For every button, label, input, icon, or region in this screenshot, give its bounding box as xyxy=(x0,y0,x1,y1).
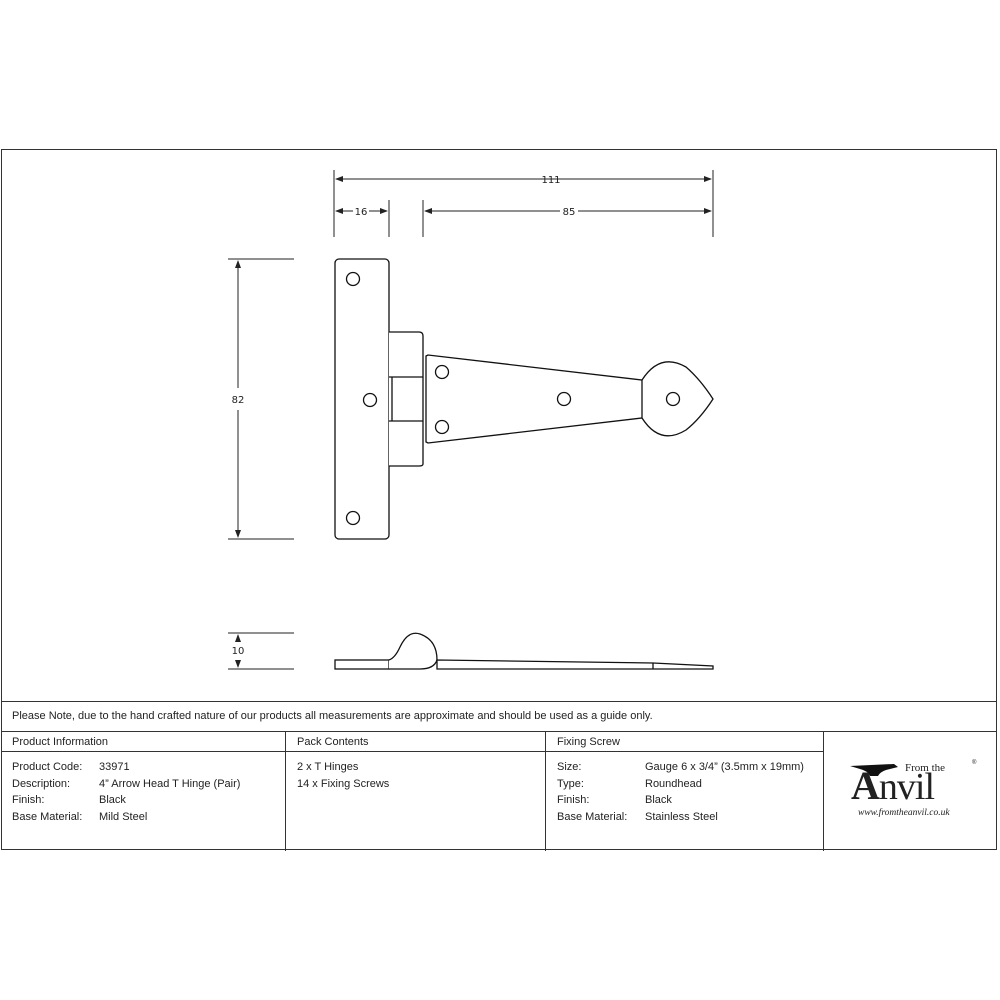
info-value: 4” Arrow Head T Hinge (Pair) xyxy=(99,777,241,790)
info-row: Base Material: Mild Steel xyxy=(12,809,285,826)
screw-row: Finish: Black xyxy=(557,792,823,809)
dim-thickness: 10 xyxy=(232,646,245,657)
logo-url: www.fromtheanvil.co.uk xyxy=(858,808,950,818)
product-information-header: Product Information xyxy=(1,732,285,752)
screw-value: Roundhead xyxy=(645,777,702,790)
info-value: Black xyxy=(99,794,126,807)
dim-leaf-width: 16 xyxy=(355,207,368,218)
screw-label: Finish: xyxy=(557,794,590,807)
logo-rest: nvil xyxy=(878,766,935,808)
from-the-anvil-logo: From the Anvil ® www.fromtheanvil.co.uk xyxy=(850,760,978,824)
info-label: Finish: xyxy=(12,794,45,807)
anvil-icon xyxy=(850,764,898,776)
info-value: 33971 xyxy=(99,761,130,773)
info-label: Base Material: xyxy=(12,810,83,823)
screw-row: Type: Roundhead xyxy=(557,776,823,793)
screw-row: Base Material: Stainless Steel xyxy=(557,809,823,826)
logo-initial: A xyxy=(851,763,880,808)
screw-label: Type: xyxy=(557,777,584,790)
pack-contents-panel: Pack Contents 2 x T Hinges 14 x Fixing S… xyxy=(285,731,545,851)
pack-item: 14 x Fixing Screws xyxy=(297,777,390,790)
screw-label: Size: xyxy=(557,761,582,773)
fixing-screw-header: Fixing Screw xyxy=(546,732,823,752)
drawing-frame xyxy=(1,149,997,850)
info-label: Description: xyxy=(12,777,71,790)
screw-value: Stainless Steel xyxy=(645,810,718,823)
registered-mark: ® xyxy=(972,760,977,766)
screw-value: Gauge 6 x 3/4” (3.5mm x 19mm) xyxy=(645,761,804,773)
info-row: Description: 4” Arrow Head T Hinge (Pair) xyxy=(12,776,285,793)
screw-label: Base Material: xyxy=(557,810,628,823)
dim-overall-width: 111 xyxy=(541,175,560,186)
product-information-panel: Product Information Product Code: 33971 D… xyxy=(1,731,285,851)
info-row: Product Code: 33971 xyxy=(12,759,285,776)
dim-strap-length: 85 xyxy=(563,207,576,218)
info-label: Product Code: xyxy=(12,761,83,773)
disclaimer-note: Please Note, due to the hand crafted nat… xyxy=(1,701,997,731)
info-value: Mild Steel xyxy=(99,810,148,823)
screw-row: Size: Gauge 6 x 3/4” (3.5mm x 19mm) xyxy=(557,759,823,776)
fixing-screw-panel: Fixing Screw Size: Gauge 6 x 3/4” (3.5mm … xyxy=(545,731,823,851)
logo-anvil-word: Anvil xyxy=(851,763,935,808)
dim-height: 82 xyxy=(232,395,245,406)
logo-from-the: From the xyxy=(905,762,946,774)
logo-panel: From the Anvil ® www.fromtheanvil.co.uk xyxy=(823,731,997,851)
info-row: Finish: Black xyxy=(12,792,285,809)
screw-value: Black xyxy=(645,794,672,807)
pack-item: 2 x T Hinges xyxy=(297,761,359,773)
pack-contents-header: Pack Contents xyxy=(286,732,545,752)
